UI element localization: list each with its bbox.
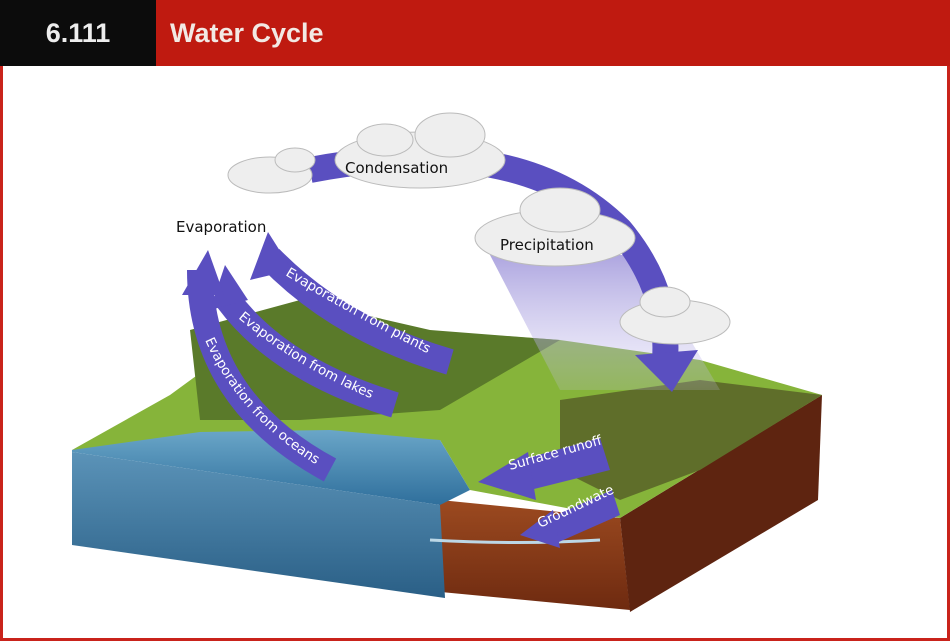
- evaporation-arrows: [187, 248, 454, 482]
- figure-number: 6.111: [0, 0, 156, 66]
- clouds: [227, 112, 731, 345]
- figure-title: Water Cycle: [156, 0, 950, 66]
- condensation-label: Condensation: [345, 159, 448, 177]
- precipitation-label: Precipitation: [500, 236, 594, 254]
- arrowheads: [182, 232, 620, 548]
- water-cycle-diagram: Evaporation from plants Evaporation from…: [0, 66, 822, 612]
- landscape-block: [72, 300, 822, 612]
- evaporation-label: Evaporation: [176, 218, 266, 236]
